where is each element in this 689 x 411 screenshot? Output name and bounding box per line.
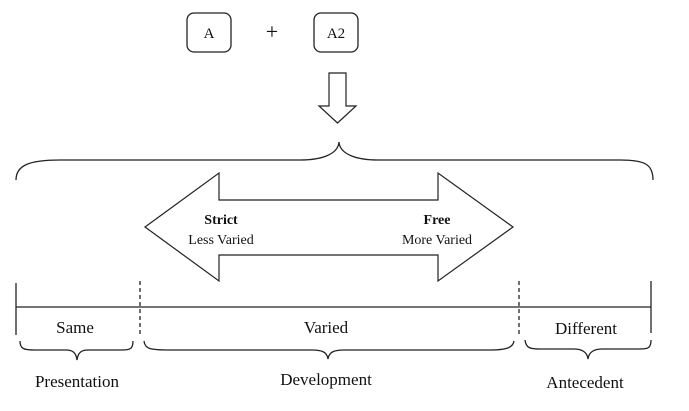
brace-antecedent [524, 339, 652, 360]
role-presentation: Presentation [35, 372, 120, 391]
box-a: A [186, 12, 232, 53]
brace-presentation [19, 340, 134, 361]
plus-operator: + [266, 19, 278, 44]
strict-label: Strict [204, 213, 238, 228]
more-varied-label: More Varied [402, 233, 472, 248]
segment-state-same: Same [56, 318, 94, 337]
double-arrow-icon [143, 171, 515, 283]
top-brace [15, 141, 654, 181]
box-a2-label: A2 [327, 26, 345, 42]
brace-development [143, 340, 515, 360]
box-a-label: A [204, 26, 215, 42]
role-development: Development [280, 370, 372, 389]
box-a2: A2 [313, 12, 359, 53]
down-arrow-icon [317, 72, 358, 124]
less-varied-label: Less Varied [188, 233, 253, 248]
segment-state-varied: Varied [304, 318, 349, 337]
role-antecedent: Antecedent [546, 373, 624, 392]
free-label: Free [424, 213, 451, 228]
segment-state-different: Different [555, 319, 617, 338]
